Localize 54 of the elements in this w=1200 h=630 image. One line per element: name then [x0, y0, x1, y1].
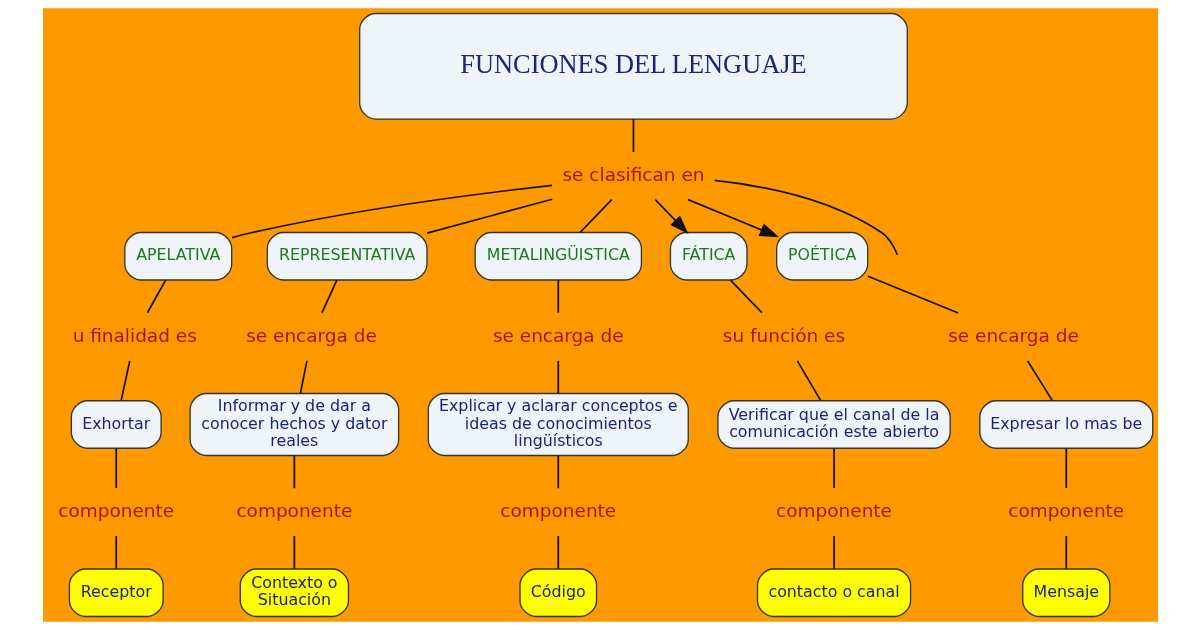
node-box: Receptor: [68, 568, 164, 618]
node-box: Contexto o Situación: [239, 568, 349, 618]
node-text: su función es: [722, 324, 845, 346]
node-box: Informar y de dar a conocer hechos y dator reales: [188, 392, 399, 457]
node-box: FÁTICA: [669, 231, 748, 281]
connector: [1064, 535, 1067, 570]
node-box: POÉTICA: [775, 231, 868, 281]
node-text: se encarga de: [245, 324, 377, 346]
node-box: contacto o canal: [756, 568, 911, 618]
connector: [1026, 360, 1053, 402]
connector: [796, 360, 821, 402]
node-text: se encarga de: [492, 324, 624, 346]
node-box: Código: [518, 568, 597, 618]
connector: [119, 360, 131, 402]
node-text: componente: [235, 500, 352, 522]
node-box: FUNCIONES DEL LENGUAJE: [358, 12, 908, 120]
connector: [293, 454, 295, 490]
connector: [556, 454, 559, 490]
node-text: componente: [1007, 500, 1124, 522]
connector: [320, 279, 338, 314]
connector: [729, 279, 763, 314]
node-text: componente: [775, 500, 892, 522]
node-box: Expresar lo mas be: [978, 400, 1153, 449]
node-text: componente: [499, 500, 616, 522]
node-box: Explicar y aclarar conceptos e ideas de conocimientos lingüísticos: [427, 392, 689, 457]
connector: [114, 535, 117, 570]
node-box: METALINGÜISTICA: [473, 231, 642, 281]
connector: [578, 198, 613, 234]
node-box: Verificar que el canal de la comunicación este abierto: [716, 400, 951, 449]
node-box: Exhortar: [70, 400, 162, 449]
connector: [425, 198, 553, 235]
connector: [114, 447, 117, 489]
connector: [146, 279, 166, 314]
connector: [556, 535, 559, 570]
connector: [832, 535, 835, 570]
node-text: componente: [57, 500, 174, 522]
arrow: [653, 198, 689, 235]
connector: [299, 360, 308, 394]
connector: [713, 179, 898, 256]
node-text: se encarga de: [947, 324, 1079, 346]
connector: [866, 275, 959, 314]
node-box: Mensaje: [1021, 568, 1110, 618]
connector: [1064, 447, 1067, 489]
connector: [230, 184, 553, 239]
connector: [556, 279, 559, 314]
node-box: REPRESENTATIVA: [266, 231, 428, 281]
connector: [632, 118, 634, 153]
node-box: APELATIVA: [123, 231, 232, 281]
connector: [556, 360, 559, 394]
arrow: [686, 198, 779, 238]
connector: [832, 447, 835, 489]
connector: [293, 535, 295, 570]
node-text: se clasifican en: [562, 163, 704, 185]
node-text: u finalidad es: [72, 324, 197, 346]
